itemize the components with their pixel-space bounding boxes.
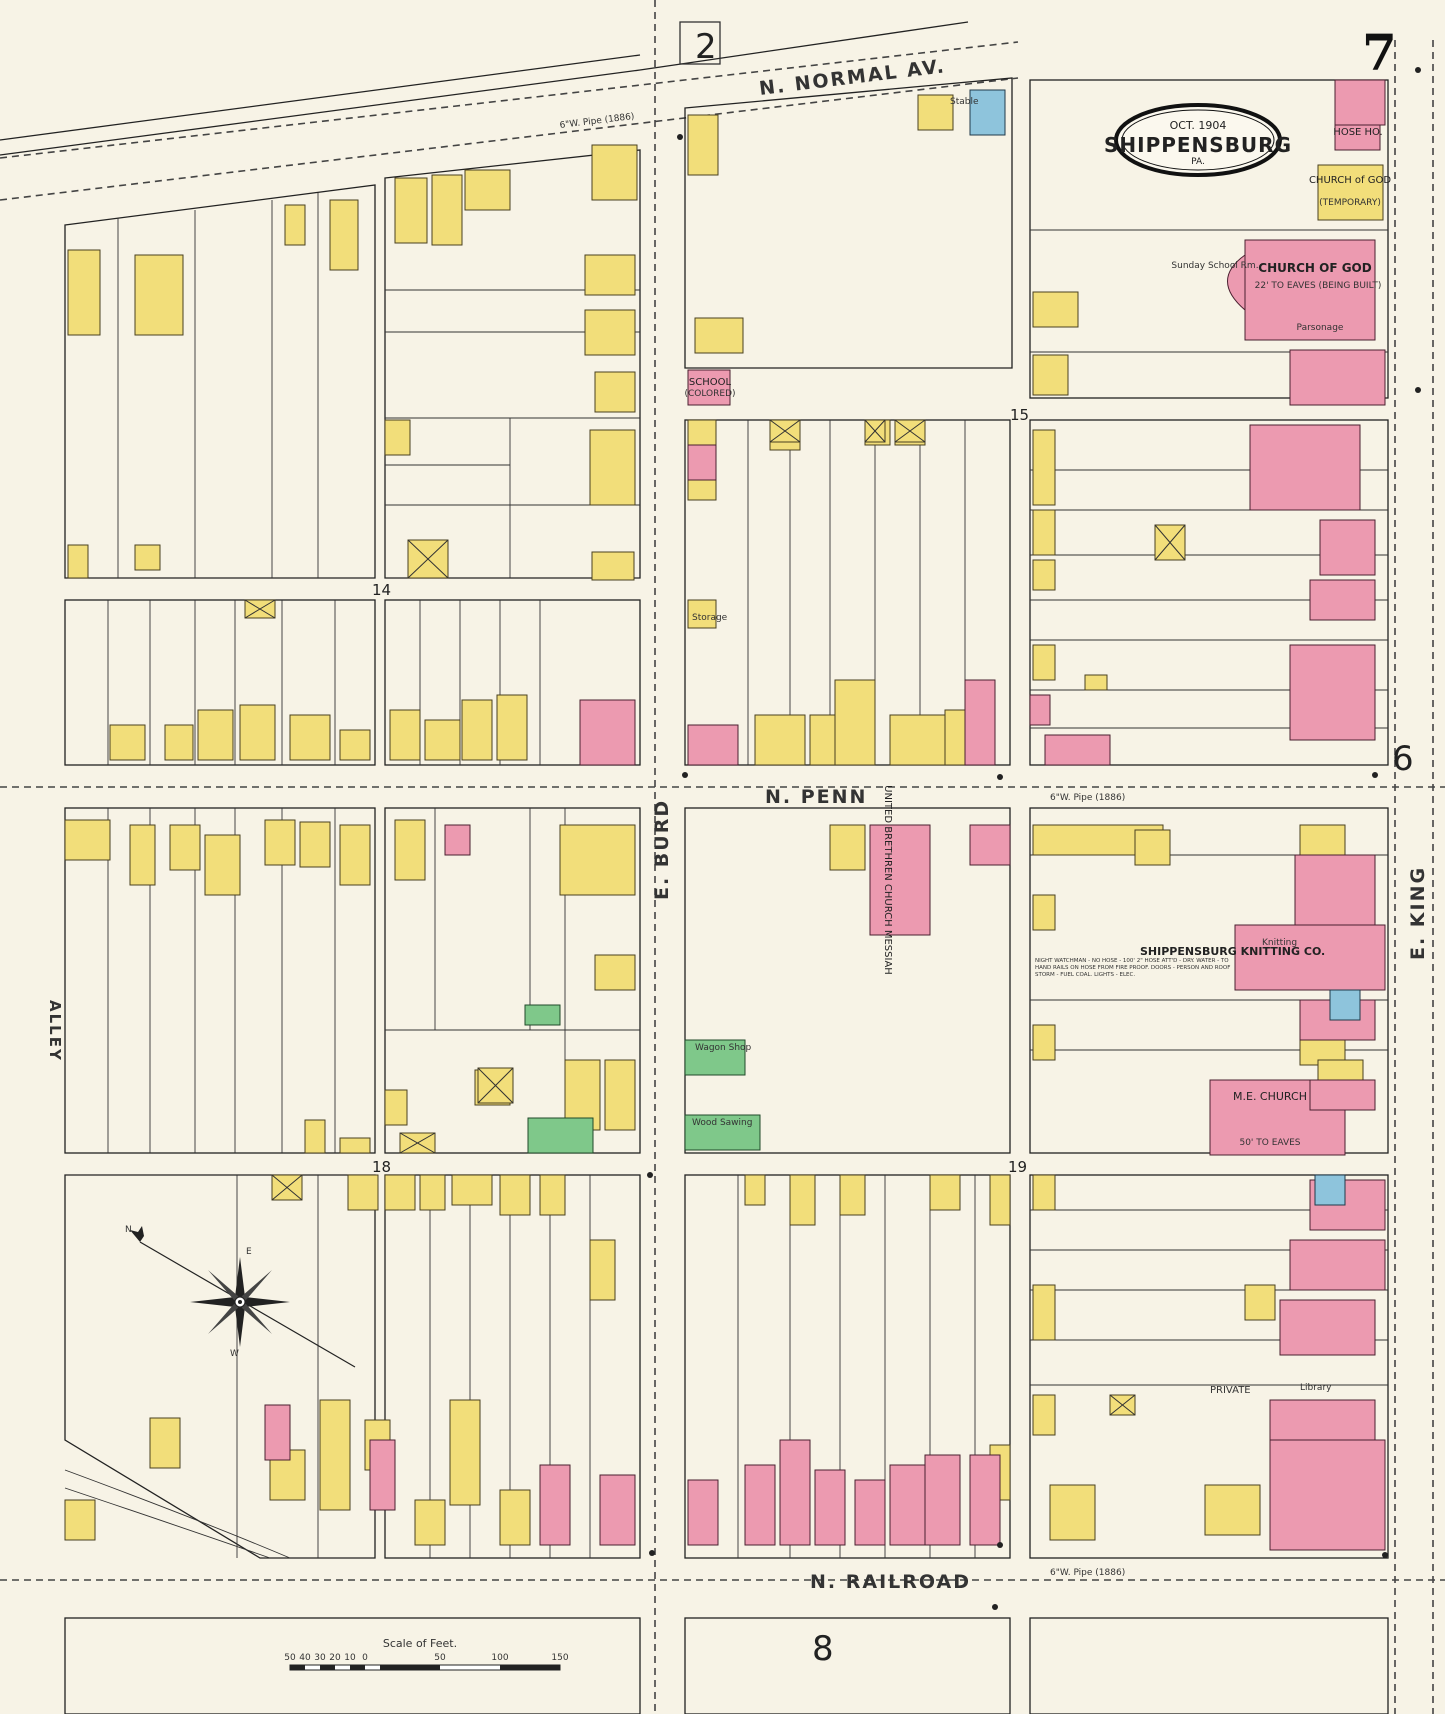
block-number-19: 19	[1008, 1158, 1027, 1176]
scale-tick: 10	[344, 1653, 356, 1663]
buildings-frame	[64, 94, 1384, 1546]
scale-tick: 30	[314, 1653, 326, 1663]
title-cartouche: OCT. 1904 SHIPPENSBURG PA.	[1104, 103, 1292, 177]
buildings-stone	[969, 89, 1361, 1206]
note-water-pipe-railroad: 6"W. Pipe (1886)	[1050, 1568, 1125, 1578]
scale-tick: 100	[491, 1653, 508, 1663]
compass-n: N	[125, 1225, 132, 1235]
label-church-of-god-sub: 22' TO EAVES (BEING BUILT)	[1255, 281, 1382, 291]
cartouche-date: OCT. 1904	[1170, 119, 1227, 132]
label-church-temporary: (TEMPORARY)	[1319, 198, 1381, 208]
scale-label: Scale of Feet.	[383, 1637, 457, 1650]
note-water-pipe-penn: 6"W. Pipe (1886)	[1050, 793, 1125, 803]
scale-tick: 20	[329, 1653, 341, 1663]
label-knitting-co: SHIPPENSBURG KNITTING CO.	[1140, 945, 1325, 958]
street-king: E. KING	[1407, 866, 1429, 960]
block-number-15: 15	[1010, 406, 1029, 424]
sheet-number: 7	[1362, 23, 1397, 82]
crossed-outbuildings	[244, 419, 1186, 1416]
label-parsonage: Parsonage	[1297, 323, 1344, 333]
label-hose-house: HOSE HO.	[1333, 127, 1382, 138]
label-school: SCHOOL	[689, 377, 732, 388]
buildings-special	[524, 1004, 761, 1154]
street-penn: N. PENN	[765, 786, 867, 808]
block-number-14: 14	[372, 581, 391, 599]
hydrant-markers	[647, 67, 1421, 1610]
label-me-church: M.E. CHURCH	[1233, 1090, 1307, 1103]
label-library: Library	[1300, 1383, 1332, 1393]
street-alley: ALLEY	[46, 1000, 64, 1062]
adjoining-sheet-south: 8	[812, 1629, 834, 1669]
label-sunday-school: Sunday School Rm.	[1171, 261, 1258, 271]
label-knitting: Knitting	[1262, 938, 1297, 948]
block-outlines	[64, 77, 1389, 1714]
scale-tick: 150	[551, 1653, 568, 1663]
scale-tick: 0	[362, 1653, 368, 1663]
street-burd: E. BURD	[651, 799, 673, 900]
label-wagon-shop: Wagon Shop	[695, 1043, 752, 1053]
scale-tick: 40	[299, 1653, 311, 1663]
note-knitting-detail: NIGHT WATCHMAN - NO HOSE - 100' 2" HOSE …	[1035, 958, 1230, 978]
label-united-brethren: UNITED BRETHREN CHURCH MESSIAH	[882, 785, 893, 975]
label-school-colored: (COLORED)	[684, 389, 735, 399]
compass-rose: N E W	[125, 1225, 356, 1368]
block-number-18: 18	[372, 1158, 391, 1176]
adjoining-sheet-north: 2	[695, 27, 717, 67]
street-private: PRIVATE	[1210, 1385, 1251, 1396]
street-railroad: N. RAILROAD	[810, 1571, 971, 1593]
cartouche-city: SHIPPENSBURG	[1104, 133, 1292, 157]
label-wood-sawing: Wood Sawing	[692, 1118, 752, 1128]
label-me-church-eaves: 50' TO EAVES	[1239, 1138, 1300, 1148]
scale-tick: 50	[434, 1653, 446, 1663]
cartouche-state: PA.	[1191, 157, 1205, 167]
scale-tick: 50	[284, 1653, 296, 1663]
compass-e: E	[246, 1247, 252, 1257]
scale-bar: Scale of Feet. 50 40 30 20 10 0 50 100 1…	[284, 1637, 569, 1671]
label-church-of-god-small: CHURCH of GOD	[1309, 175, 1391, 186]
compass-w: W	[230, 1349, 239, 1359]
adjoining-sheet-east: 6	[1392, 739, 1414, 779]
label-storage: Storage	[692, 613, 728, 623]
label-church-of-god: CHURCH OF GOD	[1258, 261, 1371, 275]
adjoining-sheet-box	[679, 21, 721, 65]
buildings-brick	[264, 79, 1386, 1551]
label-stable: Stable	[950, 97, 979, 107]
